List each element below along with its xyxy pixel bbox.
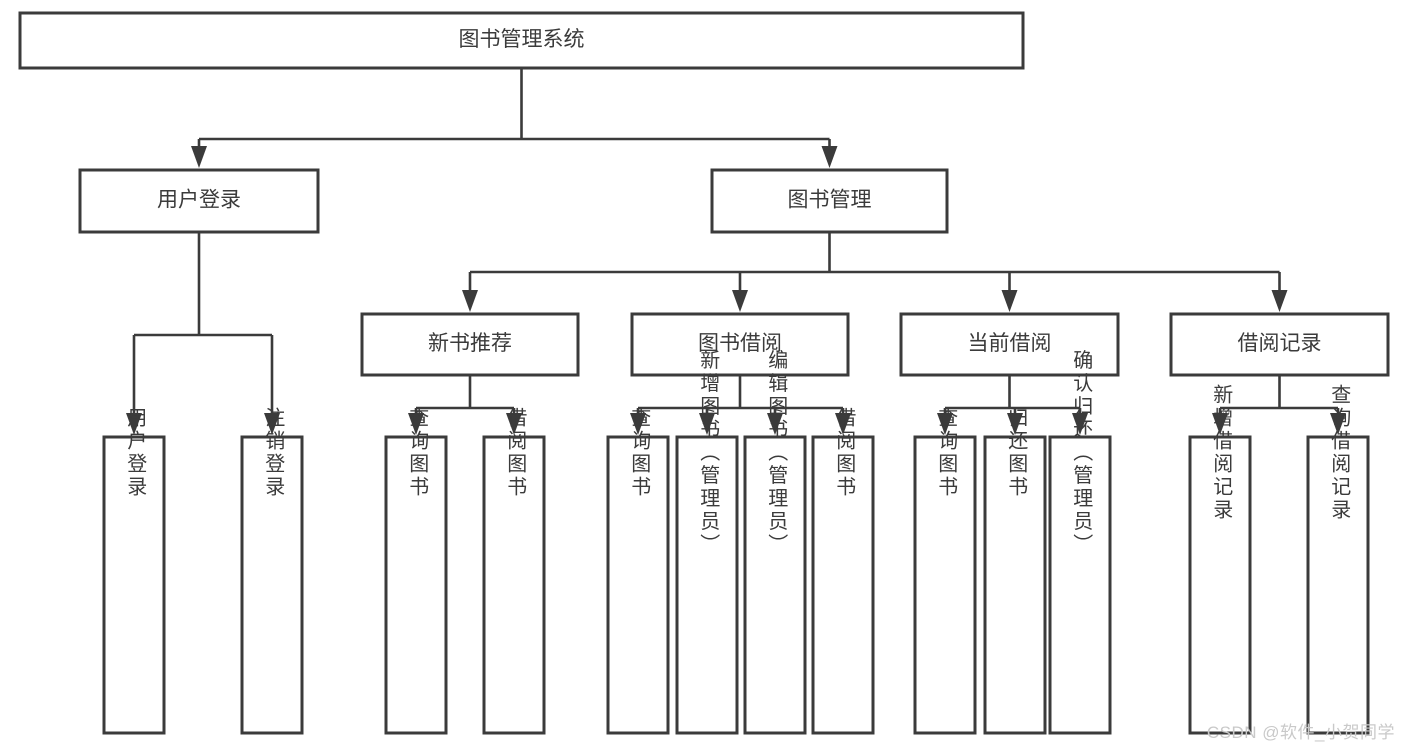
arrow-head-icon xyxy=(126,413,142,435)
node-book-borrow[interactable]: 图书借阅 xyxy=(630,312,850,377)
node-label: 借阅图书 xyxy=(504,407,527,499)
arrow-head-icon xyxy=(1271,290,1288,312)
arrow-head-icon xyxy=(937,413,953,435)
arrow-head-icon xyxy=(191,146,207,168)
node-box xyxy=(630,312,850,377)
node-leaf-query-book-3[interactable]: 查询图书 xyxy=(913,407,977,735)
node-label: 归还图书 xyxy=(1005,407,1028,499)
arrow-head-icon xyxy=(699,413,715,435)
node-box xyxy=(1306,435,1370,735)
node-box xyxy=(710,168,949,234)
node-borrow-record[interactable]: 借阅记录 xyxy=(1169,312,1390,377)
node-box xyxy=(1048,435,1112,735)
node-book-manage[interactable]: 图书管理 xyxy=(710,168,949,234)
node-group: 图书管理系统用户登录图书管理新书推荐图书借阅当前借阅借阅记录用户登录注销登录查询… xyxy=(18,11,1390,735)
arrow-head-icon xyxy=(1007,413,1023,435)
arrow-head-icon xyxy=(732,290,748,312)
node-box xyxy=(482,435,546,735)
node-label: 用户登录 xyxy=(124,407,147,499)
node-box xyxy=(675,435,739,735)
node-label: 当前借阅 xyxy=(968,332,1052,355)
node-box xyxy=(240,435,304,735)
node-leaf-user-logout[interactable]: 注销登录 xyxy=(240,407,304,735)
arrow-head-icon xyxy=(1212,413,1228,435)
node-box xyxy=(743,435,807,735)
node-leaf-query-book-2[interactable]: 查询图书 xyxy=(606,407,670,735)
node-label: 图书借阅 xyxy=(698,332,782,355)
arrow-head-icon xyxy=(835,413,851,435)
node-box xyxy=(983,435,1047,735)
node-leaf-query-record[interactable]: 查询借阅记录 xyxy=(1306,384,1370,735)
node-box xyxy=(18,11,1025,70)
node-label: 用户登录 xyxy=(157,189,241,212)
node-new-book-rec[interactable]: 新书推荐 xyxy=(360,312,580,377)
node-box xyxy=(384,435,448,735)
node-label: 借阅图书 xyxy=(833,407,856,499)
arrow-head-icon xyxy=(408,413,424,435)
arrow-head-icon xyxy=(630,413,646,435)
node-user-login[interactable]: 用户登录 xyxy=(78,168,320,234)
node-label: 图书管理 xyxy=(788,189,872,212)
node-box xyxy=(899,312,1120,377)
node-leaf-edit-book[interactable]: 编辑图书（管理员） xyxy=(743,349,807,735)
arrow-head-icon xyxy=(506,413,522,435)
node-current-borrow[interactable]: 当前借阅 xyxy=(899,312,1120,377)
node-label: 查询图书 xyxy=(628,407,651,499)
node-leaf-borrow-book-2[interactable]: 借阅图书 xyxy=(811,407,875,735)
node-leaf-user-login[interactable]: 用户登录 xyxy=(102,407,166,735)
node-box xyxy=(1169,312,1390,377)
node-box xyxy=(360,312,580,377)
node-leaf-confirm-return[interactable]: 确认归还（管理员） xyxy=(1048,349,1112,735)
arrow-head-icon xyxy=(1001,290,1018,312)
connector-links xyxy=(126,68,1346,435)
node-label: 图书管理系统 xyxy=(459,28,585,51)
arrow-head-icon xyxy=(462,290,478,312)
node-box xyxy=(102,435,166,735)
node-label: 借阅记录 xyxy=(1238,332,1322,355)
node-label: 注销登录 xyxy=(262,407,285,499)
arrow-head-icon xyxy=(1072,413,1088,435)
node-box xyxy=(78,168,320,234)
arrow-head-icon xyxy=(1330,413,1346,435)
node-leaf-add-book[interactable]: 新增图书（管理员） xyxy=(675,349,739,735)
arrow-head-icon xyxy=(264,413,280,435)
node-label: 确认归还（管理员） xyxy=(1070,349,1093,556)
node-label: 查询图书 xyxy=(406,407,429,499)
node-leaf-query-book-1[interactable]: 查询图书 xyxy=(384,407,448,735)
node-leaf-borrow-book-1[interactable]: 借阅图书 xyxy=(482,407,546,735)
node-leaf-return-book[interactable]: 归还图书 xyxy=(983,407,1047,735)
arrow-head-icon xyxy=(767,413,783,435)
node-root[interactable]: 图书管理系统 xyxy=(18,11,1025,70)
node-label: 新增图书（管理员） xyxy=(697,349,720,556)
node-box xyxy=(606,435,670,735)
node-leaf-add-record[interactable]: 新增借阅记录 xyxy=(1188,384,1252,735)
node-label: 查询图书 xyxy=(935,407,958,499)
arrow-head-icon xyxy=(821,146,838,168)
node-box xyxy=(1188,435,1252,735)
node-label: 查询借阅记录 xyxy=(1328,384,1351,522)
node-box xyxy=(811,435,875,735)
node-label: 编辑图书（管理员） xyxy=(765,349,788,556)
node-label: 新增借阅记录 xyxy=(1210,384,1233,522)
node-label: 新书推荐 xyxy=(428,332,512,355)
node-box xyxy=(913,435,977,735)
